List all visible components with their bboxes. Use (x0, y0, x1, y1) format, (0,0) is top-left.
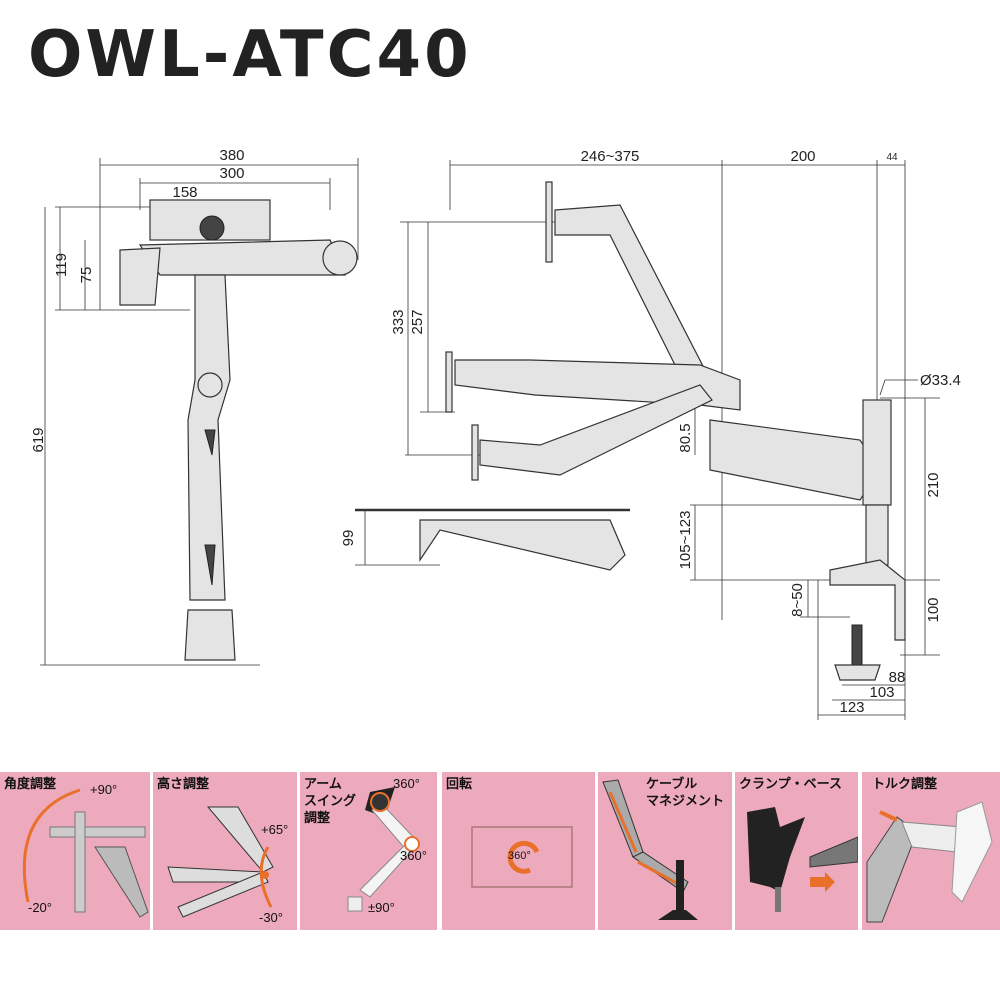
dim-119: 119 (53, 253, 70, 277)
feature-panel-rotation: 回転 360° (442, 772, 595, 930)
dim-88: 88 (889, 669, 906, 686)
angle-value: +90° (90, 782, 118, 797)
feature-label: 回転 (446, 777, 473, 792)
technical-drawing: 380 300 158 119 75 619 (30, 147, 961, 720)
side-view-arm (419, 181, 906, 681)
dim-380: 380 (219, 147, 244, 164)
dim-99: 99 (340, 530, 357, 547)
angle-value: -30° (259, 910, 283, 925)
feature-panel-cable-management: ケーブル マネジメント (598, 772, 732, 930)
feature-panel-height: 高さ調整 +65° -30° (153, 772, 297, 930)
front-view-dimensions (40, 158, 359, 666)
feature-label: 角度調整 (4, 777, 57, 792)
dim-80-5: 80.5 (677, 423, 694, 452)
dim-158: 158 (172, 184, 197, 201)
dim-200: 200 (790, 148, 815, 165)
feature-panel-torque: トルク調整 (862, 772, 1000, 930)
dim-619: 619 (30, 427, 47, 452)
feature-label: ケーブル マネジメント (646, 777, 725, 809)
feature-panel-clamp-base: クランプ・ベース (735, 772, 858, 930)
side-view-dimensions (355, 160, 940, 720)
dim-105-123: 105~123 (677, 511, 694, 570)
angle-value: 360° (400, 848, 427, 863)
height-adjust-illustration (167, 806, 274, 918)
angle-value: ±90° (368, 900, 395, 915)
feature-panel-angle: 角度調整 +90° -20° (0, 772, 150, 930)
feature-panel-arm-swing: アーム スイング 調整 360° 360° ±90° (300, 772, 437, 930)
rotation-illustration (471, 826, 573, 888)
dim-75: 75 (78, 267, 95, 284)
angle-value: 360° (508, 850, 531, 862)
dim-8-50: 8~50 (789, 583, 806, 617)
dim-333: 333 (390, 309, 407, 334)
arm-swing-illustration (347, 787, 420, 912)
dim-123: 123 (839, 699, 864, 716)
feature-label: トルク調整 (872, 777, 938, 792)
angle-adjust-illustration (22, 788, 149, 918)
product-title: OWL-ATC40 (28, 18, 472, 92)
front-view-arm (119, 199, 358, 661)
angle-value: 360° (393, 776, 420, 791)
dim-pole-diameter: Ø33.4 (920, 372, 961, 389)
dim-44: 44 (886, 152, 898, 163)
dim-103: 103 (869, 684, 894, 701)
cable-management-illustration (602, 779, 698, 920)
clamp-base-illustration (747, 807, 858, 912)
dim-100: 100 (925, 597, 942, 622)
torque-adjust-illustration (866, 801, 993, 923)
dim-246-375: 246~375 (581, 148, 640, 165)
dim-210: 210 (925, 472, 942, 497)
dim-257: 257 (409, 309, 426, 334)
angle-value: +65° (261, 822, 289, 837)
angle-value: -20° (28, 900, 52, 915)
feature-label: クランプ・ベース (739, 777, 842, 792)
dim-300: 300 (219, 165, 244, 182)
feature-label: アーム スイング 調整 (304, 777, 357, 826)
feature-label: 高さ調整 (157, 777, 210, 792)
